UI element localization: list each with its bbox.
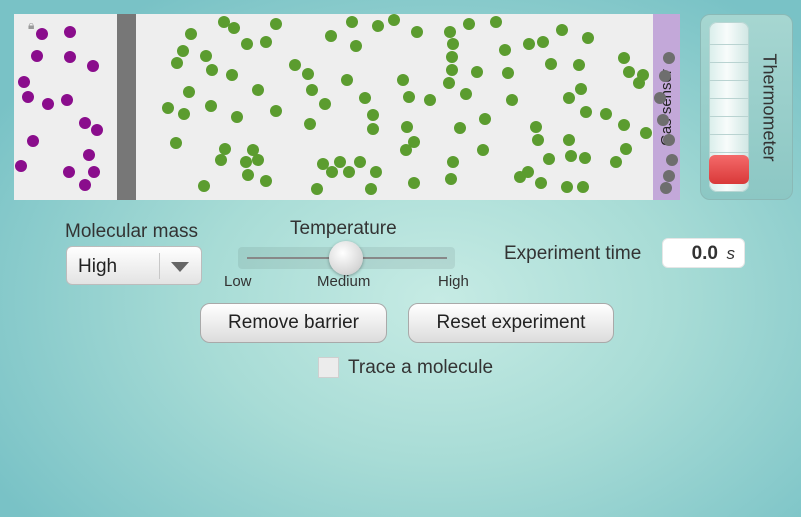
- reset-experiment-button[interactable]: Reset experiment: [408, 303, 614, 343]
- barrier: [117, 14, 136, 200]
- molecular-mass-select[interactable]: High: [66, 246, 202, 285]
- lock-icon: 🔒︎: [28, 18, 35, 32]
- thermometer-label-wrap: Thermometer: [749, 15, 789, 199]
- thermometer-panel: Thermometer: [700, 14, 793, 200]
- experiment-time-label: Experiment time: [504, 243, 642, 264]
- gas-sensor-label: Gas sensor: [658, 68, 676, 146]
- trace-molecule-checkbox[interactable]: [318, 357, 339, 378]
- simulation-chamber: [14, 14, 680, 200]
- temperature-label: Temperature: [290, 218, 397, 239]
- temperature-slider-knob[interactable]: [329, 241, 363, 275]
- thermometer-tube: [709, 22, 749, 192]
- temperature-medium-label: Medium: [317, 273, 371, 290]
- experiment-time-unit: s: [726, 244, 736, 263]
- combo-divider: [159, 253, 160, 279]
- experiment-time-display: 0.0 s: [662, 238, 745, 268]
- temperature-high-label: High: [438, 273, 469, 290]
- trace-molecule-label: Trace a molecule: [348, 357, 494, 378]
- thermometer-label: Thermometer: [759, 52, 780, 162]
- molecular-mass-label: Molecular mass: [65, 221, 199, 242]
- molecular-mass-value: High: [78, 256, 118, 277]
- remove-barrier-button[interactable]: Remove barrier: [200, 303, 387, 343]
- gas-sensor-label-wrap: Gas sensor: [653, 14, 680, 200]
- thermometer-fill: [709, 155, 749, 184]
- temperature-low-label: Low: [224, 273, 252, 290]
- experiment-time-value: 0.0: [691, 243, 718, 264]
- gas-sensor: [653, 14, 680, 200]
- chevron-down-icon[interactable]: [171, 262, 189, 272]
